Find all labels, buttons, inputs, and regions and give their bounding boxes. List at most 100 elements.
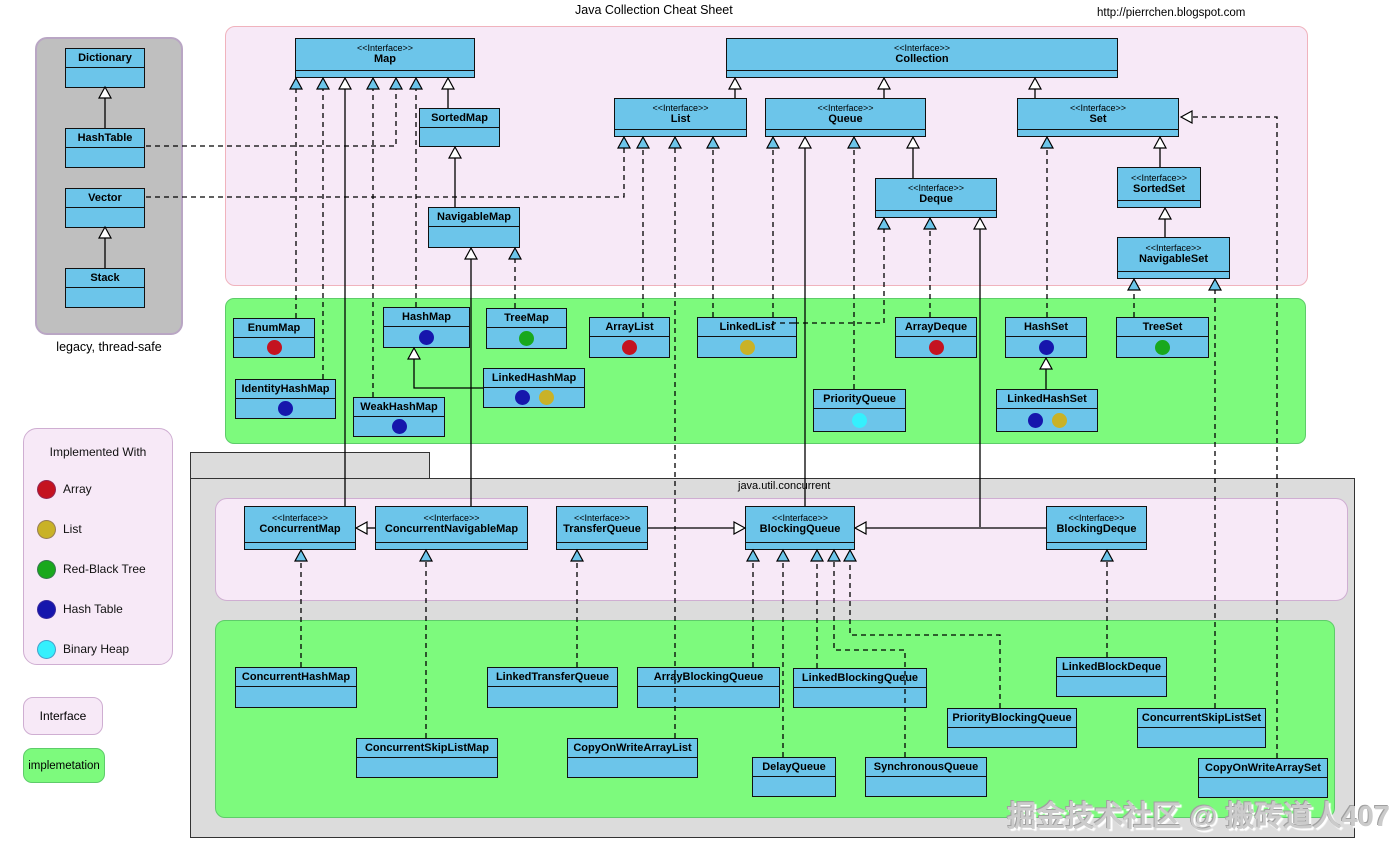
legend-item-heap: Binary Heap [37,639,172,659]
interface-name: BlockingQueue [759,523,841,536]
hash-dot-icon [419,329,434,345]
body-compartment [590,337,669,357]
class-name: LinkedBlockDeque [1057,658,1166,677]
interface-name: Collection [895,53,949,66]
class-name: LinkedHashMap [484,369,584,388]
class-box-priorityblockingqueue: PriorityBlockingQueue [947,708,1077,748]
class-name: HashMap [384,308,469,327]
hash-dot-icon [278,401,293,416]
class-name: WeakHashMap [354,398,444,417]
interface-box-concurrentnavigablemap: <<Interface>>ConcurrentNavigableMap [375,506,528,550]
interface-name: List [670,112,691,125]
attributes-compartment [1047,542,1146,549]
interface-box-set: <<Interface>>Set [1017,98,1179,137]
interface-box-map: <<Interface>>Map [295,38,475,78]
interface-name: SortedSet [1133,182,1185,195]
class-name: Stack [66,269,144,288]
list-dot-icon [37,519,56,539]
body-compartment [997,409,1097,431]
rbtree-dot-icon [1155,339,1170,355]
interface-name: NavigableMap [429,208,519,227]
class-name: ConcurrentSkipListMap [357,739,497,758]
heap-dot-icon [852,412,867,428]
interface-box-sortedmap: SortedMap [419,108,500,147]
hash-dot-icon [1027,412,1043,428]
interface-sample-box: Interface [23,697,103,735]
class-box-treemap: TreeMap [486,308,567,349]
rbtree-dot-icon [519,330,534,346]
interface-name: BlockingDeque [1056,523,1137,536]
class-box-dictionary: Dictionary [65,48,145,88]
attributes-compartment [766,129,925,136]
interface-box-blockingdeque: <<Interface>>BlockingDeque [1046,506,1147,550]
class-box-synchronousqueue: SynchronousQueue [865,757,987,797]
class-name: TreeSet [1117,318,1208,337]
class-box-linkedhashset: LinkedHashSet [996,389,1098,432]
body-compartment [357,758,497,777]
class-box-weakhashmap: WeakHashMap [353,397,445,437]
heap-dot-icon [37,639,56,659]
legend-item-hash: Hash Table [37,599,172,619]
class-name: TreeMap [487,309,566,328]
class-box-copyonwritearrayset: CopyOnWriteArraySet [1198,758,1328,798]
body-compartment [429,227,519,247]
attributes-compartment [296,70,474,77]
array-dot-icon [928,339,944,355]
class-box-hashmap: HashMap [383,307,470,348]
stereotype-label: <<Interface>> [1069,102,1127,113]
class-box-treeset: TreeSet [1116,317,1209,358]
legend-item-rbtree: Red-Black Tree [37,559,172,579]
body-compartment [487,328,566,348]
class-name: ArrayBlockingQueue [638,668,779,687]
attributes-compartment [376,542,527,549]
legend-item-label: List [63,522,82,536]
attributes-compartment [727,70,1117,77]
body-compartment [354,417,444,436]
class-box-enummap: EnumMap [233,318,315,358]
interface-box-concurrentmap: <<Interface>>ConcurrentMap [244,506,356,550]
list-dot-icon [739,339,755,355]
body-compartment [1117,337,1208,357]
package-label: java.util.concurrent [738,480,831,492]
stereotype-label: <<Interface>> [356,43,414,54]
attributes-compartment [1118,271,1229,278]
legend-item-array: Array [37,479,172,499]
class-box-priorityqueue: PriorityQueue [813,389,906,432]
class-box-concurrenthashmap: ConcurrentHashMap [235,667,357,708]
class-box-hashtable: HashTable [65,128,145,168]
attributes-compartment [245,542,355,549]
list-dot-icon [538,390,554,405]
implementation-sample-label: implemetation [28,759,100,772]
interface-box-blockingqueue: <<Interface>>BlockingQueue [745,506,855,550]
class-name: PriorityBlockingQueue [948,709,1076,728]
body-compartment [66,148,144,167]
legacy-caption: legacy, thread-safe [56,340,162,354]
interface-name: TransferQueue [563,523,641,536]
class-name: Vector [66,189,144,208]
class-name: ArrayList [590,318,669,337]
legend-title: Implemented With [49,445,147,459]
class-box-linkedblockdeque: LinkedBlockDeque [1056,657,1167,697]
class-name: SynchronousQueue [866,758,986,777]
attributes-compartment [1118,200,1200,207]
body-compartment [66,208,144,227]
body-compartment [698,337,796,357]
interface-box-navigableset: <<Interface>>NavigableSet [1117,237,1230,279]
body-compartment [236,687,356,707]
interface-name: SortedMap [420,109,499,128]
interface-box-collection: <<Interface>>Collection [726,38,1118,78]
class-box-vector: Vector [65,188,145,228]
attributes-compartment [876,210,996,217]
body-compartment [794,688,926,707]
stereotype-label: <<Interface>> [652,102,709,113]
hash-dot-icon [37,599,56,619]
class-box-arrayblockingqueue: ArrayBlockingQueue [637,667,780,708]
body-compartment [1006,337,1086,357]
class-name: IdentityHashMap [236,380,335,399]
interface-name: Set [1089,112,1107,125]
watermark: 掘金技术社区 @ 搬砖道人407 [1007,801,1390,833]
attributes-compartment [557,542,647,549]
class-box-identityhashmap: IdentityHashMap [235,379,336,419]
